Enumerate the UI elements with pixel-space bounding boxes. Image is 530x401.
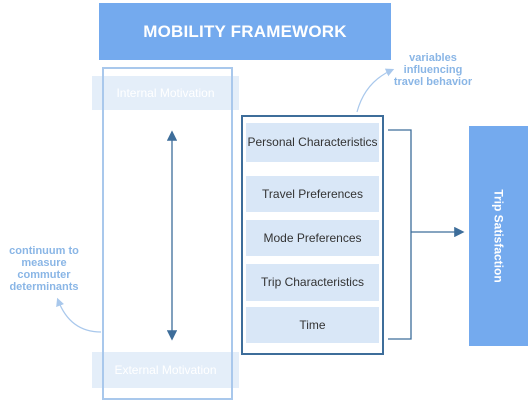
variable-travel-preferences: Travel Preferences (246, 176, 379, 212)
variables-bracket (388, 129, 412, 340)
variable-mode-preferences: Mode Preferences (246, 220, 379, 256)
continuum-frame (102, 67, 233, 400)
external-motivation-box: External Motivation (92, 352, 239, 388)
trip-satisfaction-box: Trip Satisfaction (469, 126, 528, 346)
variable-time: Time (246, 307, 379, 343)
framework-title: MOBILITY FRAMEWORK (99, 3, 391, 60)
variables-note: variables influencing travel behavior (393, 52, 473, 88)
variables-callout (356, 68, 395, 113)
internal-motivation-box: Internal Motivation (92, 76, 239, 110)
continuum-callout (56, 297, 102, 333)
variable-trip-characteristics: Trip Characteristics (246, 264, 379, 301)
external-motivation-label: External Motivation (114, 363, 217, 377)
variable-personal-characteristics: Personal Characteristics (246, 123, 379, 162)
internal-motivation-label: Internal Motivation (116, 86, 215, 100)
continuum-note: continuum to measure commuter determinan… (9, 245, 79, 293)
